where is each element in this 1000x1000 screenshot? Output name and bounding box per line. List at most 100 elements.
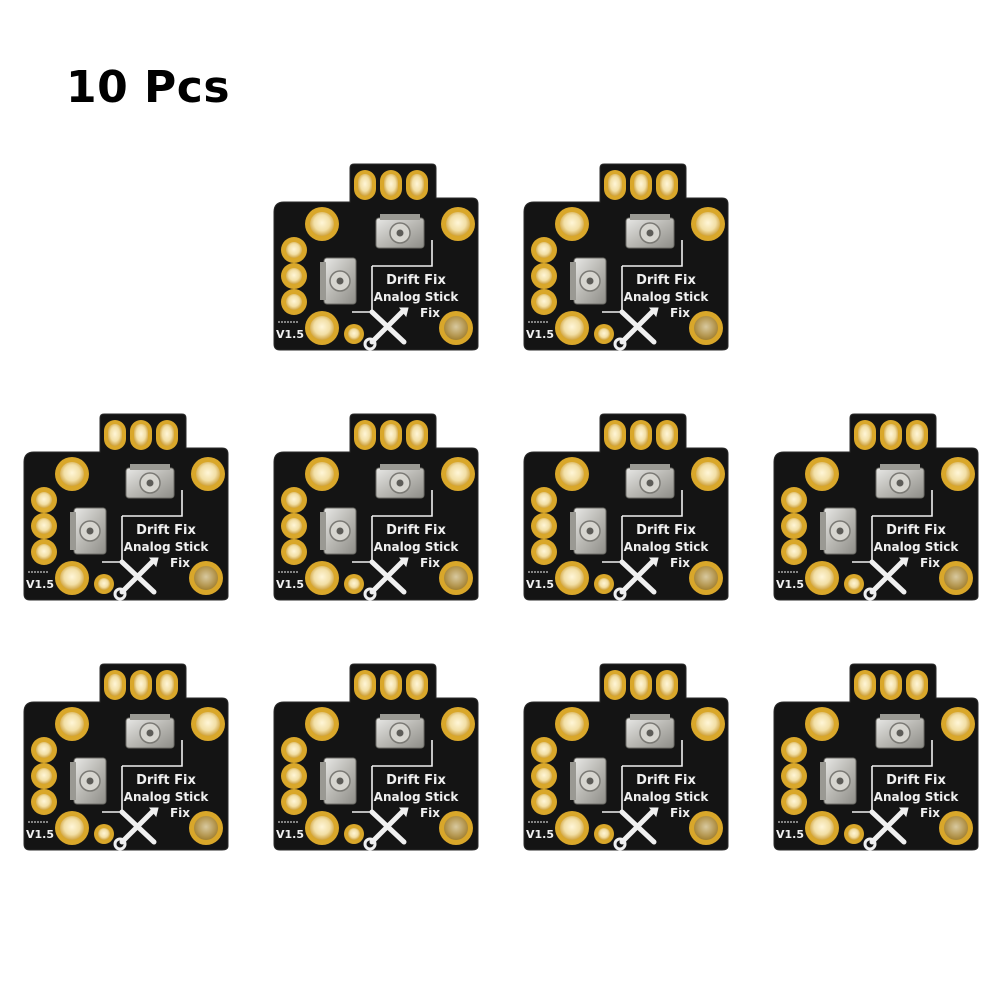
board-label-drift-fix: Drift Fix [886, 523, 946, 538]
board-version: V1.5 [526, 828, 554, 841]
pcb-board: Drift Fix Analog Stick Fix V1.5 [272, 412, 482, 602]
wrench-screwdriver-icon [363, 807, 409, 851]
top-pin-pads [354, 420, 428, 450]
trimmer-potentiometer-left [570, 757, 607, 805]
wrench-screwdriver-icon [613, 307, 659, 351]
pcb-board: Drift Fix Analog Stick Fix V1.5 [272, 662, 482, 852]
board-version: V1.5 [26, 828, 54, 841]
top-pin-pads [854, 670, 928, 700]
top-pin-pads [604, 170, 678, 200]
board-label-analog-stick: Analog Stick [874, 540, 960, 554]
board-label-analog-stick: Analog Stick [374, 540, 460, 554]
board-label-fix: Fix [920, 556, 940, 570]
board-label-fix: Fix [170, 806, 190, 820]
board-label-fix: Fix [670, 306, 690, 320]
board-label-drift-fix: Drift Fix [386, 523, 446, 538]
pcb-board: Drift Fix Analog Stick Fix V1.5 [272, 162, 482, 352]
pcb-board: Drift Fix Analog Stick Fix V1.5 [772, 662, 982, 852]
board-label-drift-fix: Drift Fix [886, 773, 946, 788]
trimmer-potentiometer-left [570, 257, 607, 305]
board-version: V1.5 [276, 578, 304, 591]
wrench-screwdriver-icon [363, 557, 409, 601]
trimmer-potentiometer-top [875, 714, 925, 749]
board-label-analog-stick: Analog Stick [374, 290, 460, 304]
board-label-analog-stick: Analog Stick [624, 290, 710, 304]
board-version: V1.5 [276, 328, 304, 341]
board-label-analog-stick: Analog Stick [124, 540, 210, 554]
board-version: V1.5 [776, 578, 804, 591]
left-pin-pads [531, 737, 557, 815]
trimmer-potentiometer-top [625, 214, 675, 249]
left-pin-pads [781, 487, 807, 565]
wrench-screwdriver-icon [863, 557, 909, 601]
trimmer-potentiometer-top [125, 464, 175, 499]
board-label-analog-stick: Analog Stick [624, 790, 710, 804]
top-pin-pads [604, 670, 678, 700]
top-pin-pads [104, 420, 178, 450]
wrench-screwdriver-icon [863, 807, 909, 851]
trimmer-potentiometer-left [70, 507, 107, 555]
left-pin-pads [281, 487, 307, 565]
board-version: V1.5 [526, 328, 554, 341]
left-pin-pads [531, 237, 557, 315]
board-label-drift-fix: Drift Fix [386, 273, 446, 288]
wrench-screwdriver-icon [113, 807, 159, 851]
top-pin-pads [104, 670, 178, 700]
trimmer-potentiometer-top [875, 464, 925, 499]
top-pin-pads [854, 420, 928, 450]
left-pin-pads [281, 237, 307, 315]
wrench-screwdriver-icon [613, 557, 659, 601]
trimmer-potentiometer-left [320, 757, 357, 805]
product-quantity-title: 10 Pcs [66, 62, 231, 113]
board-version: V1.5 [26, 578, 54, 591]
trimmer-potentiometer-left [820, 507, 857, 555]
board-version: V1.5 [276, 828, 304, 841]
board-label-fix: Fix [170, 556, 190, 570]
board-version: V1.5 [526, 578, 554, 591]
pcb-board: Drift Fix Analog Stick Fix V1.5 [22, 662, 232, 852]
board-label-drift-fix: Drift Fix [386, 773, 446, 788]
wrench-screwdriver-icon [363, 307, 409, 351]
trimmer-potentiometer-left [320, 257, 357, 305]
left-pin-pads [781, 737, 807, 815]
board-label-drift-fix: Drift Fix [636, 523, 696, 538]
board-label-fix: Fix [420, 306, 440, 320]
trimmer-potentiometer-top [375, 464, 425, 499]
pcb-board: Drift Fix Analog Stick Fix V1.5 [22, 412, 232, 602]
board-label-fix: Fix [920, 806, 940, 820]
top-pin-pads [354, 170, 428, 200]
board-label-analog-stick: Analog Stick [374, 790, 460, 804]
pcb-board: Drift Fix Analog Stick Fix V1.5 [772, 412, 982, 602]
board-version: V1.5 [776, 828, 804, 841]
board-label-drift-fix: Drift Fix [636, 273, 696, 288]
board-label-drift-fix: Drift Fix [136, 523, 196, 538]
board-label-analog-stick: Analog Stick [124, 790, 210, 804]
board-label-drift-fix: Drift Fix [136, 773, 196, 788]
left-pin-pads [281, 737, 307, 815]
board-label-fix: Fix [670, 556, 690, 570]
pcb-board: Drift Fix Analog Stick Fix V1.5 [522, 412, 732, 602]
trimmer-potentiometer-left [820, 757, 857, 805]
wrench-screwdriver-icon [113, 557, 159, 601]
trimmer-potentiometer-top [625, 714, 675, 749]
board-label-drift-fix: Drift Fix [636, 773, 696, 788]
pcb-board: Drift Fix Analog Stick Fix V1.5 [522, 662, 732, 852]
pcb-board: Drift Fix Analog Stick Fix V1.5 [522, 162, 732, 352]
board-label-fix: Fix [670, 806, 690, 820]
trimmer-potentiometer-left [70, 757, 107, 805]
trimmer-potentiometer-top [625, 464, 675, 499]
trimmer-potentiometer-top [375, 214, 425, 249]
left-pin-pads [31, 737, 57, 815]
board-label-fix: Fix [420, 806, 440, 820]
top-pin-pads [604, 420, 678, 450]
board-label-fix: Fix [420, 556, 440, 570]
left-pin-pads [31, 487, 57, 565]
trimmer-potentiometer-left [320, 507, 357, 555]
trimmer-potentiometer-left [570, 507, 607, 555]
trimmer-potentiometer-top [125, 714, 175, 749]
board-label-analog-stick: Analog Stick [624, 540, 710, 554]
top-pin-pads [354, 670, 428, 700]
board-label-analog-stick: Analog Stick [874, 790, 960, 804]
left-pin-pads [531, 487, 557, 565]
trimmer-potentiometer-top [375, 714, 425, 749]
